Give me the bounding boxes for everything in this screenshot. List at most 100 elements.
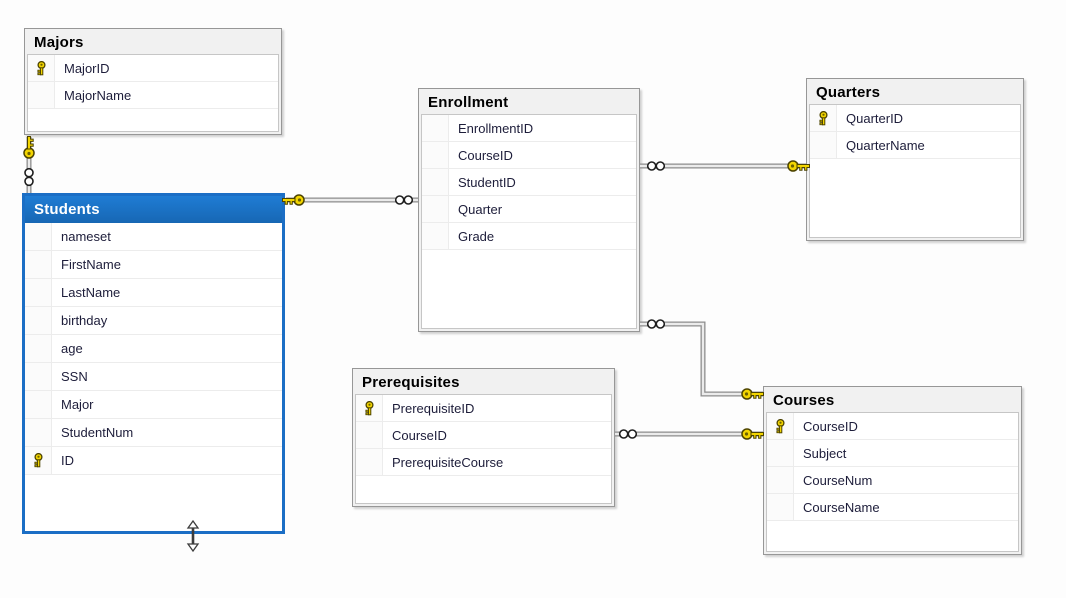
column-name: CourseName [803, 499, 880, 515]
column-grid: MajorID MajorName [27, 54, 279, 132]
column-name: MajorName [64, 87, 132, 103]
row-gutter [422, 196, 449, 222]
column-name: EnrollmentID [458, 120, 534, 136]
table-title-majors[interactable]: Majors [34, 34, 84, 51]
primary-key-gutter [810, 105, 837, 131]
column-name: MajorID [64, 60, 110, 76]
primary-key-gutter [767, 413, 794, 439]
vertical-resize-icon[interactable] [186, 519, 200, 553]
column-name: Quarter [458, 201, 503, 217]
row-gutter [767, 494, 794, 520]
column-row[interactable]: CourseID [422, 142, 636, 169]
column-name: Major [61, 397, 94, 412]
relationship-quarters-enrollment[interactable] [640, 160, 811, 172]
column-row[interactable]: SSN [25, 363, 282, 391]
relationship-students-enrollment[interactable] [281, 194, 419, 206]
table-title-enrollment[interactable]: Enrollment [428, 94, 509, 111]
row-gutter [25, 335, 52, 362]
column-row[interactable]: ID [25, 447, 282, 475]
row-gutter [25, 419, 52, 446]
column-row[interactable]: PrerequisiteID [356, 395, 611, 422]
empty-rows-area [356, 476, 611, 503]
column-row[interactable]: age [25, 335, 282, 363]
row-gutter [25, 307, 52, 334]
column-row[interactable]: birthday [25, 307, 282, 335]
column-row[interactable]: Subject [767, 440, 1018, 467]
column-name: CourseID [803, 418, 858, 434]
row-gutter [767, 440, 794, 466]
column-grid: PrerequisiteID CourseID PrerequisiteCourse [355, 394, 612, 504]
row-gutter [767, 467, 794, 493]
column-row[interactable]: QuarterName [810, 132, 1020, 159]
column-row[interactable]: Grade [422, 223, 636, 250]
table-title-students[interactable]: Students [25, 196, 282, 223]
relationship-courses-prerequisites[interactable] [615, 428, 765, 440]
column-name: CourseID [458, 147, 513, 163]
column-name: PrerequisiteID [392, 400, 475, 416]
primary-key-gutter [356, 395, 383, 421]
row-gutter [422, 223, 449, 249]
column-name: age [61, 341, 83, 356]
primary-key-icon [36, 60, 46, 75]
column-row[interactable]: CourseName [767, 494, 1018, 521]
row-gutter [25, 363, 52, 390]
column-row[interactable]: CourseNum [767, 467, 1018, 494]
primary-key-gutter [28, 55, 55, 81]
row-gutter [25, 223, 52, 250]
row-gutter [422, 115, 449, 141]
column-row[interactable]: PrerequisiteCourse [356, 449, 611, 476]
table-title-courses[interactable]: Courses [773, 392, 835, 409]
column-name: nameset [61, 229, 111, 244]
row-gutter [25, 251, 52, 278]
column-row[interactable]: CourseID [356, 422, 611, 449]
row-gutter [25, 279, 52, 306]
row-gutter [810, 132, 837, 158]
empty-rows-area [767, 521, 1018, 551]
primary-key-icon [775, 418, 785, 433]
primary-key-gutter [25, 447, 52, 474]
relationship-courses-enrollment[interactable] [640, 319, 765, 400]
column-name: StudentNum [61, 425, 134, 440]
column-name: CourseNum [803, 472, 873, 488]
table-title-prerequisites[interactable]: Prerequisites [362, 374, 460, 391]
column-row[interactable]: QuarterID [810, 105, 1020, 132]
column-row[interactable]: CourseID [767, 413, 1018, 440]
column-name: PrerequisiteCourse [392, 454, 504, 470]
column-row[interactable]: Quarter [422, 196, 636, 223]
column-name: StudentID [458, 174, 516, 190]
row-gutter [356, 449, 383, 475]
empty-rows-area [25, 475, 282, 531]
column-name: CourseID [392, 427, 447, 443]
column-row[interactable]: Major [25, 391, 282, 419]
relationship-majors-students[interactable] [23, 135, 35, 194]
table-title-quarters[interactable]: Quarters [816, 84, 881, 101]
empty-rows-area [28, 109, 278, 131]
empty-rows-area [810, 159, 1020, 237]
column-name: birthday [61, 313, 108, 328]
column-row[interactable]: LastName [25, 279, 282, 307]
column-name: QuarterID [846, 110, 904, 126]
row-gutter [25, 391, 52, 418]
row-gutter [422, 142, 449, 168]
row-gutter [28, 82, 55, 108]
column-row[interactable]: EnrollmentID [422, 115, 636, 142]
column-row[interactable]: StudentID [422, 169, 636, 196]
primary-key-icon [818, 110, 828, 125]
primary-key-icon [364, 400, 374, 415]
column-row[interactable]: MajorID [28, 55, 278, 82]
column-row[interactable]: FirstName [25, 251, 282, 279]
column-row[interactable]: StudentNum [25, 419, 282, 447]
column-name: FirstName [61, 257, 121, 272]
column-row[interactable]: MajorName [28, 82, 278, 109]
column-row[interactable]: nameset [25, 223, 282, 251]
